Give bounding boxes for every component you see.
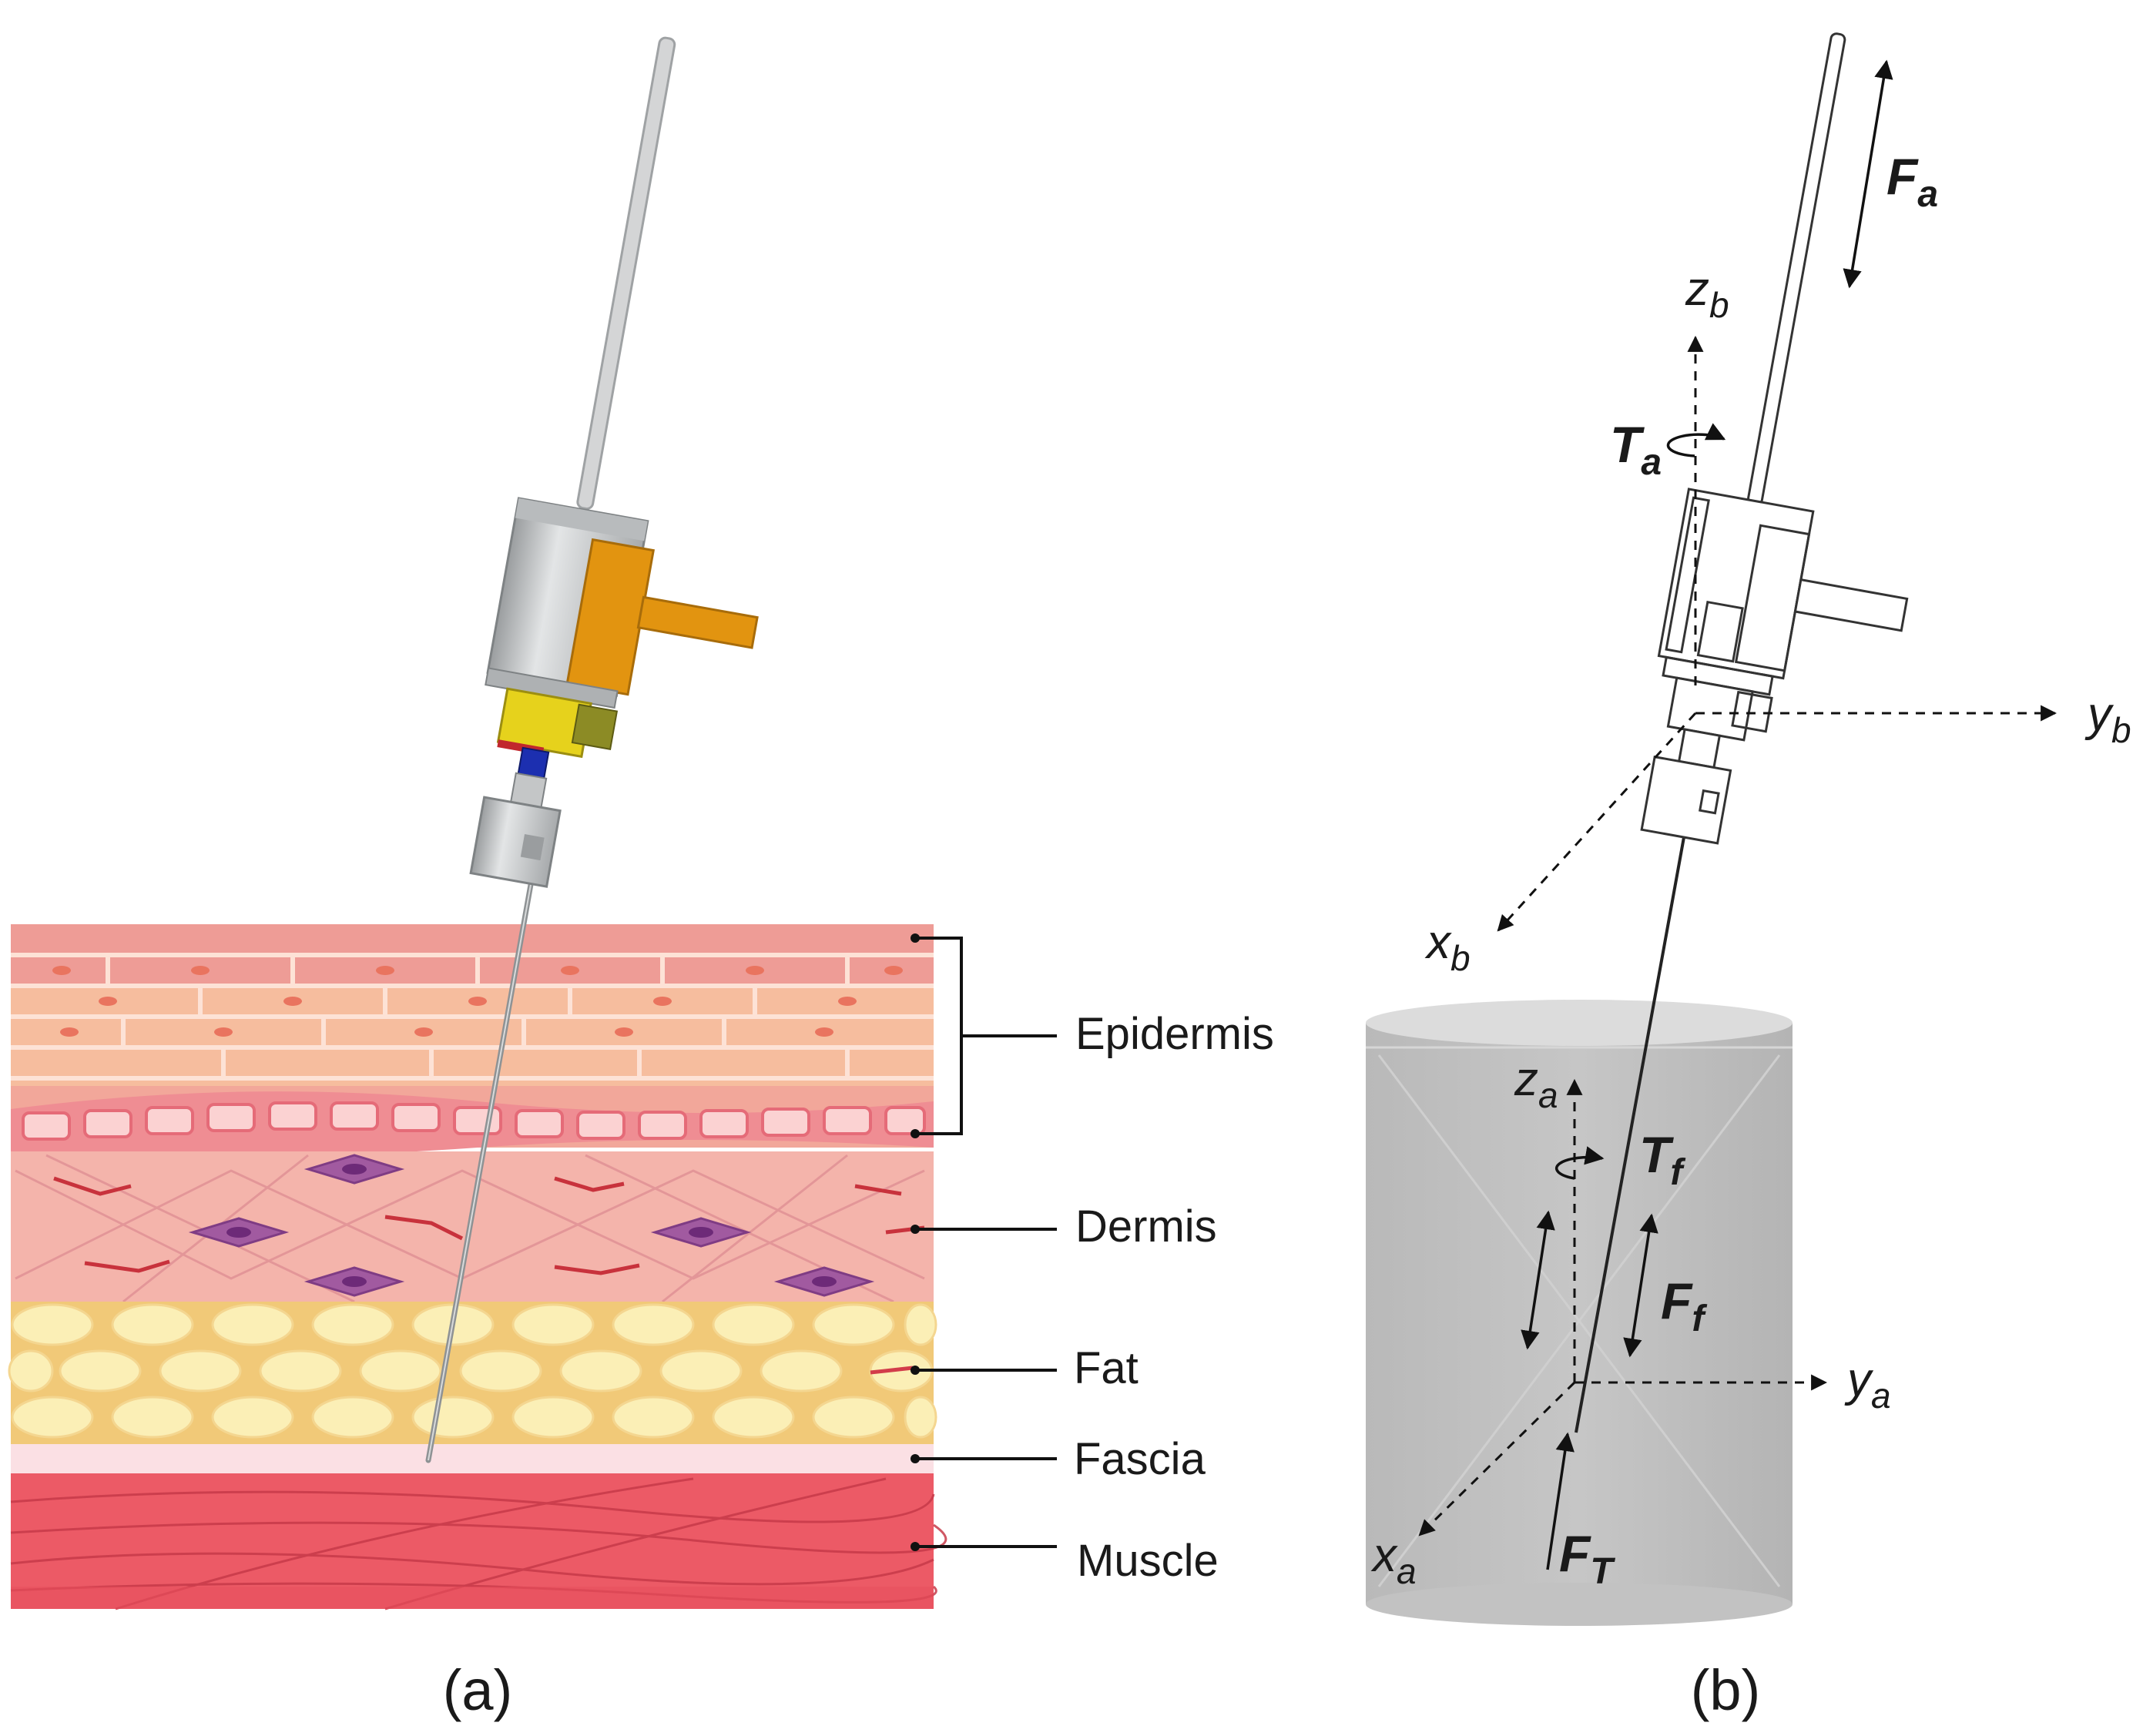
zb-label: zb <box>1685 263 1729 325</box>
dermis-label: Dermis <box>1075 1201 1217 1252</box>
tf-torque-arrow <box>1554 1146 1605 1180</box>
fascia-label: Fascia <box>1074 1434 1206 1484</box>
ft-label: FT <box>1559 1525 1615 1592</box>
handle-arm-a <box>636 595 759 649</box>
ta-torque-arrow <box>1666 423 1726 457</box>
tissue-phantom-cylinder <box>1366 1000 1793 1626</box>
tf-label: Tf <box>1639 1126 1685 1193</box>
epidermis-bracket <box>915 937 1057 1135</box>
panel-b: Fa Ta Tf Ff FT zb yb xb za ya xa (b) <box>1366 32 2131 1722</box>
fa-arrow <box>1843 59 1893 289</box>
panel-a-label: (a) <box>443 1658 512 1722</box>
hub-b <box>1640 755 1732 845</box>
xb-label: xb <box>1424 916 1471 978</box>
ff-label: Ff <box>1661 1272 1707 1339</box>
yb-label: yb <box>2084 688 2131 750</box>
handle-arm-b <box>1793 578 1909 632</box>
rod-b <box>1747 32 1846 506</box>
panel-b-label: (b) <box>1691 1658 1760 1722</box>
ya-label: ya <box>1844 1353 1891 1416</box>
tissue-block <box>8 924 947 1610</box>
ta-label: Ta <box>1610 416 1662 483</box>
hub-a <box>469 796 562 888</box>
ff-left-arrow <box>1521 1210 1555 1350</box>
xa-axis <box>1418 1381 1576 1537</box>
ff-arrow <box>1623 1213 1658 1358</box>
panel-a: Epidermis Dermis Fat Fascia Muscle <box>8 36 1274 1722</box>
needle-device-a <box>425 36 759 1463</box>
za-label: za <box>1514 1053 1558 1115</box>
muscle-label: Muscle <box>1077 1536 1219 1586</box>
rod-a <box>576 36 676 511</box>
needle-device-b <box>1575 32 1909 1433</box>
xa-label: xa <box>1370 1529 1417 1591</box>
needle-shaft-b <box>1575 819 1689 1433</box>
fat-label: Fat <box>1074 1343 1139 1393</box>
xb-axis <box>1497 712 1697 932</box>
fa-label: Fa <box>1886 148 1938 215</box>
epidermis-label: Epidermis <box>1075 1009 1274 1059</box>
ft-arrow <box>1546 1432 1575 1570</box>
fascia-layer <box>11 1444 934 1473</box>
